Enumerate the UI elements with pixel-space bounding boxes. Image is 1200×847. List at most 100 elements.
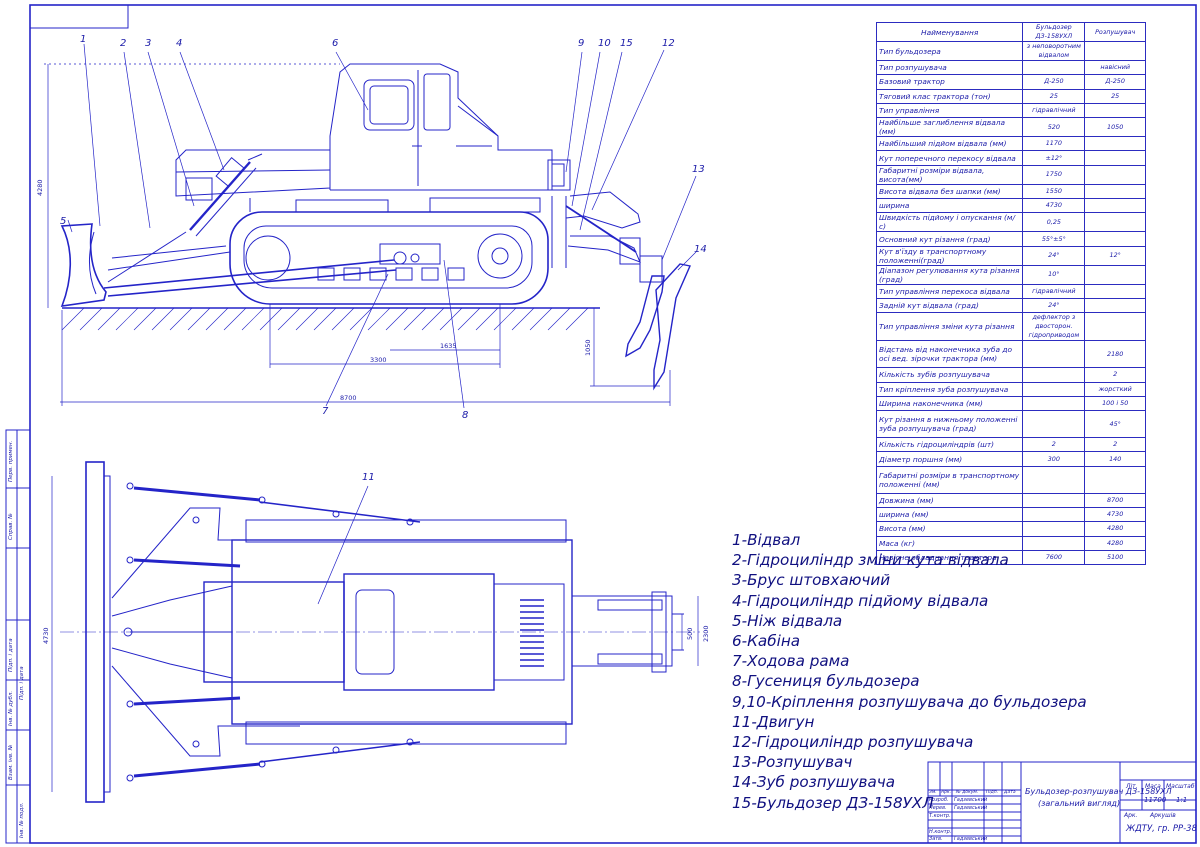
spec-cell-name: Довжина (мм) [875, 492, 1024, 509]
callout-12: 12 [662, 38, 675, 49]
spec-cell-ripper: 1050 [1084, 117, 1146, 138]
spec-row: Висота відвала без шапки (мм)1550 [875, 183, 1146, 200]
spec-cell-ripper [1084, 231, 1146, 247]
corner-stamp-frame [30, 5, 129, 29]
spec-cell-name: Кут поперечного перекосу відвала [875, 150, 1024, 166]
callout-8: 8 [462, 410, 469, 421]
cab-window-left [363, 79, 415, 131]
spec-cell-name: Висота відвала без шапки (мм) [875, 183, 1024, 200]
spec-cell-ripper [1084, 212, 1146, 233]
spec-row: Ширина наконечника (мм)100 і 50 [875, 395, 1146, 412]
callout-7: 7 [322, 406, 329, 417]
spec-cell-ripper [1084, 297, 1146, 314]
title-block-zatv: Затв. [929, 836, 943, 842]
top-track-left [245, 519, 567, 543]
spec-row: Габаритні розміри в транспортному положе… [875, 465, 1146, 494]
spec-cell-ripper [1084, 136, 1146, 152]
legend-item: 3-Брус штовхаючий [732, 571, 891, 590]
cab-outline [329, 63, 553, 191]
spec-cell-bulldozer: 1750 [1022, 164, 1086, 185]
spec-cell-bulldozer: 24° [1022, 297, 1086, 314]
spec-cell-bulldozer [1022, 59, 1086, 76]
top-track-right [245, 721, 567, 745]
side-dimensions [44, 63, 671, 406]
track-inner [243, 225, 533, 289]
spec-cell-name: Базовий трактор [875, 74, 1024, 90]
spec-cell-ripper: 2180 [1084, 340, 1146, 369]
spec-cell-name: Діаметр поршня (мм) [875, 451, 1024, 467]
idler-wheel [245, 235, 291, 281]
spec-row: Габаритні розміри відвала, висота(мм)175… [875, 164, 1146, 185]
spec-cell-ripper: 12° [1084, 245, 1146, 266]
title-block-mass: 11700 [1144, 796, 1167, 804]
spec-cell-name: Тип бульдозера [875, 41, 1024, 61]
top-ripper [571, 595, 673, 667]
title-block-perev: Перев. [929, 805, 947, 811]
spec-cell-bulldozer: 2 [1022, 437, 1086, 453]
blade [60, 223, 107, 307]
spec-cell-ripper: навісний [1084, 59, 1146, 76]
spec-table: Найменування Бульдозер ДЗ-158УХЛ Розпушу… [875, 22, 1146, 566]
spec-cell-name: Габаритні розміри відвала, висота(мм) [875, 164, 1024, 185]
spec-cell-bulldozer [1022, 410, 1086, 439]
callout-3: 3 [145, 38, 152, 49]
callout-5: 5 [60, 216, 67, 227]
spec-cell-ripper: 2 [1084, 367, 1146, 383]
spec-cell-ripper: 100 і 50 [1084, 395, 1146, 412]
callout-15: 15 [620, 38, 633, 49]
push-beam [103, 259, 395, 289]
spec-cell-bulldozer: 1170 [1022, 136, 1086, 152]
spec-cell-bulldozer [1022, 492, 1086, 509]
legend-item: 1-Відвал [732, 531, 801, 549]
spec-cell-bulldozer: гідравлічний [1022, 102, 1086, 119]
spec-cell-ripper: 5100 [1084, 549, 1146, 566]
title-block-sheets: Аркушів [1150, 812, 1176, 819]
spec-cell-name: Основний кут різання (град) [875, 231, 1024, 247]
title-block-mass-label: Маса [1145, 783, 1161, 790]
spec-cell-name: Тип розпушувача [875, 59, 1024, 76]
spec-cell-bulldozer: 0,25 [1022, 212, 1086, 233]
spec-row: Відстань від наконечника зуба до осі вед… [875, 340, 1146, 369]
callout-6: 6 [332, 38, 339, 49]
title-block [927, 761, 1197, 844]
sidebar-label-1: Перв. примен. [8, 440, 14, 482]
spec-cell-bulldozer: 300 [1022, 451, 1086, 467]
track-outline [229, 211, 549, 305]
title-block-name-3: Гадзевський [954, 836, 988, 842]
callout-10: 10 [598, 38, 611, 49]
spec-cell-ripper: 4280 [1084, 521, 1146, 537]
legend-item: 11-Двигун [732, 712, 815, 731]
spec-row: ширина (мм)4730 [875, 507, 1146, 523]
lift-cylinder [189, 161, 251, 231]
title-block-lit: Літ. [1126, 783, 1138, 790]
spec-cell-name: Найбільший підйом відвала (мм) [875, 136, 1024, 152]
spec-cell-name: Габаритні розміри в транспортному положе… [875, 465, 1024, 494]
spec-cell-bulldozer: 10° [1022, 264, 1086, 285]
spec-cell-bulldozer: Д-250 [1022, 74, 1086, 90]
spec-cell-name: Діапазон регулювання кута різання (град) [875, 264, 1024, 285]
title-block-col-ark: Арк. [941, 790, 952, 795]
spec-cell-ripper: 45° [1084, 410, 1146, 439]
spec-cell-bulldozer: 24° [1022, 245, 1086, 266]
sidebar-label-6: Підп. і дата [19, 666, 25, 700]
legend-item: 6-Кабіна [732, 632, 801, 651]
spec-row: Основний кут різання (град)55°±5° [875, 231, 1146, 247]
cab-window-right [423, 73, 451, 131]
sheet-frame [29, 4, 1197, 844]
dim-height-total: 4280 [36, 179, 44, 196]
spec-row: Найбільший підйом відвала (мм)1170 [875, 136, 1146, 152]
legend-item: 9,10-Кріплення розпушувача до бульдозера [732, 692, 1087, 711]
spec-cell-bulldozer: ±12° [1022, 150, 1086, 166]
sidebar-frame [5, 429, 31, 844]
title-block-tkontr: Т.контр. [929, 813, 951, 819]
sprocket-wheel [477, 233, 523, 279]
spec-cell-name: Відстань від наконечника зуба до осі вед… [875, 340, 1024, 369]
callout-14: 14 [694, 244, 707, 255]
spec-cell-bulldozer [1022, 465, 1086, 494]
